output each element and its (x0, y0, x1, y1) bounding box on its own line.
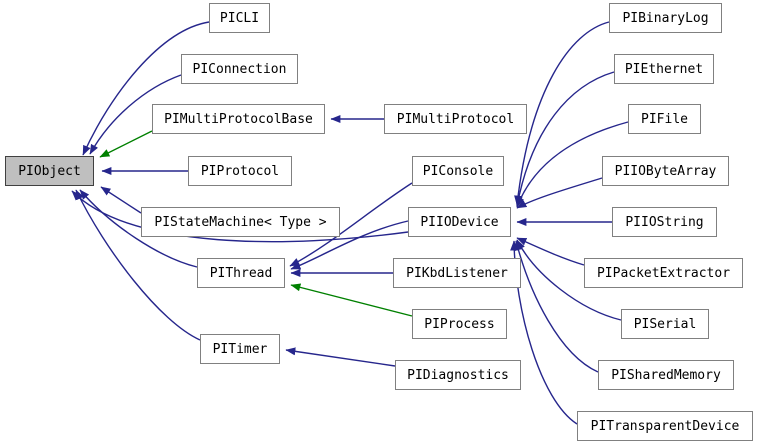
class-node-piprocess[interactable]: PIProcess (412, 309, 507, 339)
class-node-pimultiprotocolbase[interactable]: PIMultiProtocolBase (152, 104, 325, 134)
class-node-pitransparentdevice[interactable]: PITransparentDevice (577, 411, 753, 441)
class-node-label: PIProcess (424, 316, 495, 332)
edge-piserial-to-piiodevice (516, 239, 622, 321)
edge-pipacketextractor-to-piiodevice (516, 237, 585, 266)
edge-piiodevice-to-pithread (290, 220, 409, 270)
class-node-label: PIConnection (192, 61, 287, 77)
class-node-pisharedmemory[interactable]: PISharedMemory (598, 360, 734, 390)
class-node-label: PISerial (633, 316, 697, 332)
edge-pidiagnostics-to-pitimer (285, 347, 396, 367)
class-node-label: PIStateMachine< Type > (154, 214, 327, 230)
edge-pimultiprotocolbase-to-piobject (99, 130, 153, 158)
class-node-label: PIDiagnostics (407, 367, 509, 383)
class-node-piiodevice[interactable]: PIIODevice (408, 207, 511, 237)
class-node-pikbdlistener[interactable]: PIKbdListener (393, 258, 521, 288)
edge-piprocess-to-pithread (290, 283, 413, 317)
class-node-label: PIIOByteArray (614, 163, 717, 179)
edge-pistatemachine-to-piobject (100, 186, 142, 214)
class-node-label: PIMultiProtocolBase (164, 111, 313, 127)
edge-pifile-to-piiodevice (516, 121, 629, 208)
class-node-pipacketextractor[interactable]: PIPacketExtractor (584, 258, 743, 288)
class-node-piiostring[interactable]: PIIOString (612, 207, 717, 237)
class-node-label: PIThread (209, 265, 273, 281)
class-node-label: PIObject (18, 163, 81, 179)
class-node-label: PIPacketExtractor (596, 265, 731, 281)
class-node-piprotocol[interactable]: PIProtocol (188, 156, 292, 186)
class-node-piconnection[interactable]: PIConnection (181, 54, 298, 84)
class-node-label: PITimer (212, 341, 268, 357)
edge-piiobytearray-to-piiodevice (516, 177, 603, 209)
class-node-pistatemachine[interactable]: PIStateMachine< Type > (141, 207, 340, 237)
class-node-label: PICLI (219, 10, 260, 26)
class-node-label: PITransparentDevice (590, 418, 740, 434)
class-node-pidiagnostics[interactable]: PIDiagnostics (395, 360, 521, 390)
class-node-label: PIKbdListener (406, 265, 508, 281)
class-node-pitimer[interactable]: PITimer (200, 334, 280, 364)
edge-pibinarylog-to-piiodevice (514, 21, 610, 206)
class-node-pimultiprotocol[interactable]: PIMultiProtocol (384, 104, 527, 134)
class-node-label: PIIODevice (420, 214, 499, 230)
edge-pitransparentdevice-to-piiodevice (510, 240, 578, 425)
class-node-label: PIMultiProtocol (396, 111, 515, 127)
edge-pithread-to-piobject (79, 189, 198, 268)
edge-pitimer-to-piobject (75, 189, 201, 341)
class-node-picli[interactable]: PICLI (209, 3, 270, 33)
class-node-label: PIConsole (422, 163, 494, 179)
class-node-piiobytearray[interactable]: PIIOByteArray (602, 156, 729, 186)
class-node-pifile[interactable]: PIFile (628, 104, 701, 134)
edge-pisharedmemory-to-piiodevice (514, 240, 599, 373)
class-node-pibinarylog[interactable]: PIBinaryLog (609, 3, 722, 33)
class-node-label: PIIOString (625, 214, 704, 230)
edge-piethernet-to-piiodevice (514, 71, 615, 207)
class-node-pithread[interactable]: PIThread (197, 258, 285, 288)
edge-piconnection-to-piobject (89, 74, 182, 155)
class-node-label: PIProtocol (200, 163, 280, 179)
edge-picli-to-piobject (82, 21, 210, 156)
class-node-piethernet[interactable]: PIEthernet (614, 54, 714, 84)
class-node-label: PISharedMemory (611, 367, 721, 383)
class-node-piserial[interactable]: PISerial (621, 309, 709, 339)
class-node-piobject[interactable]: PIObject (5, 156, 94, 186)
class-node-piconsole[interactable]: PIConsole (412, 156, 504, 186)
edge-piconsole-to-pithread (289, 182, 413, 267)
class-node-label: PIBinaryLog (622, 10, 709, 26)
class-node-label: PIEthernet (624, 61, 704, 77)
class-node-label: PIFile (641, 111, 688, 127)
